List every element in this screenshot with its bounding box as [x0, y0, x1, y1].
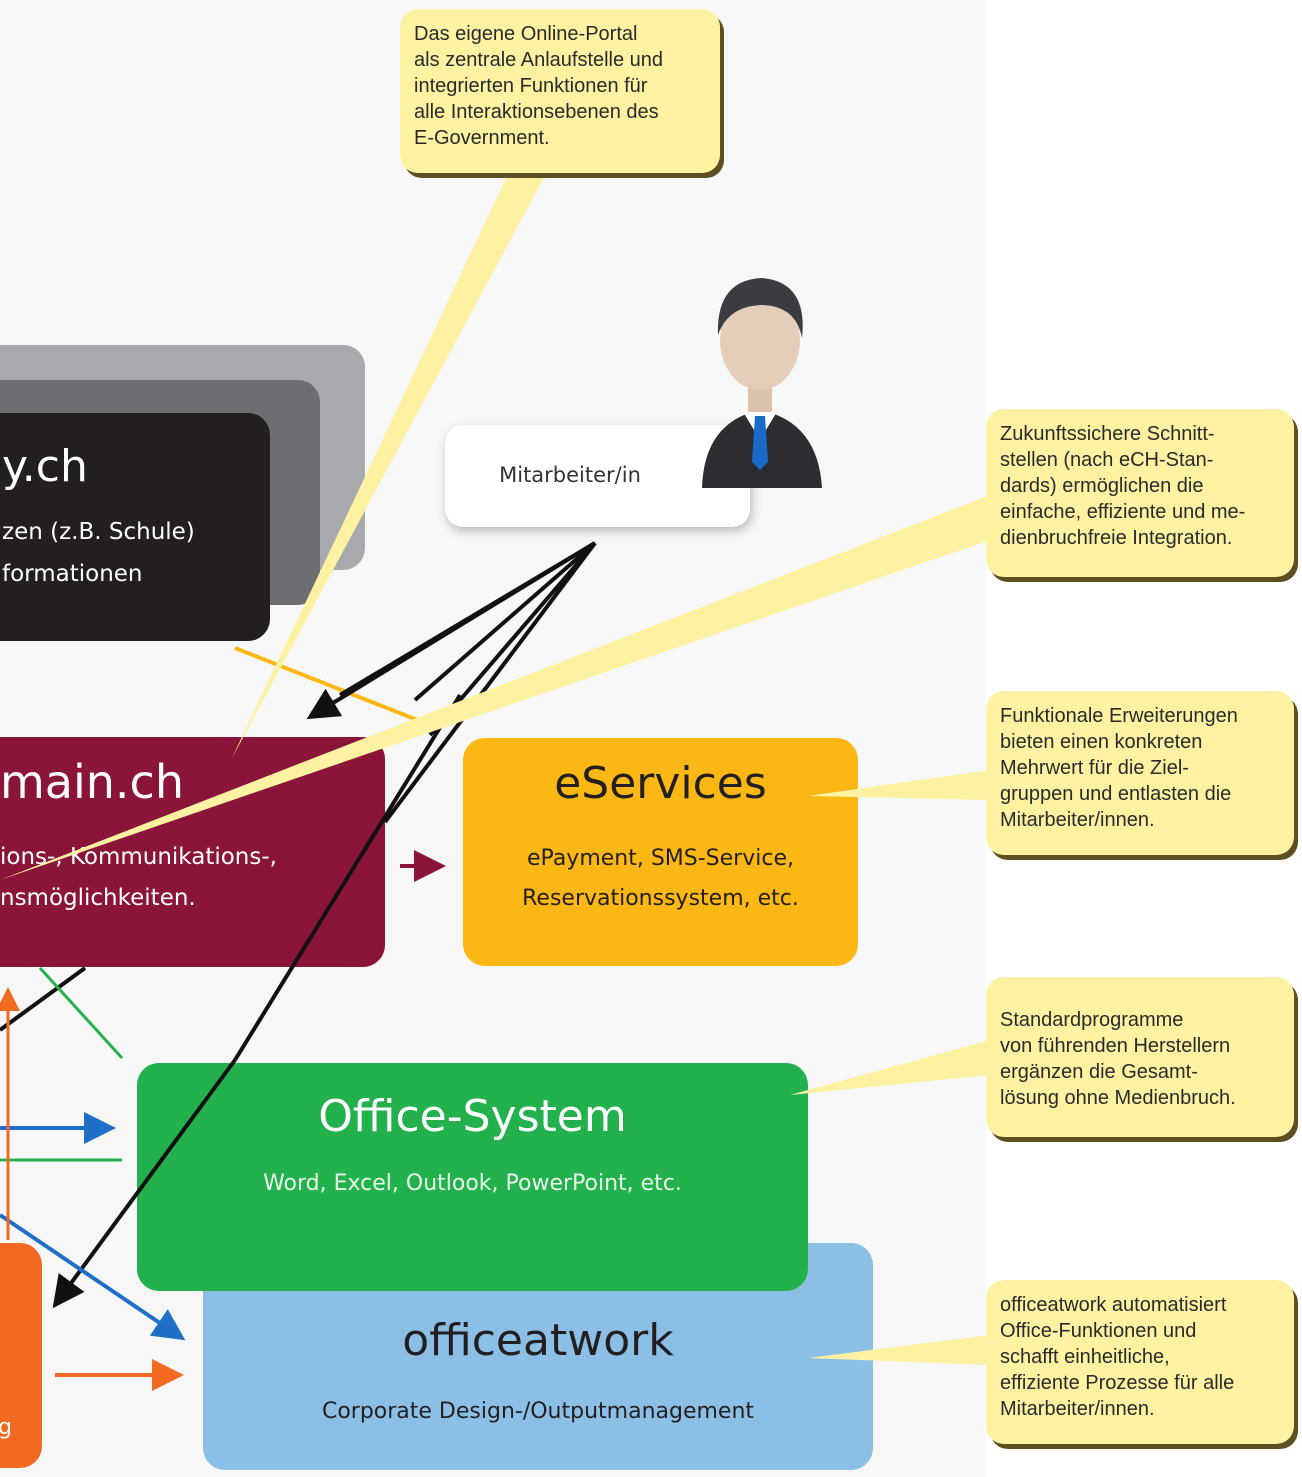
callout-pointer-online-portal [232, 170, 548, 758]
employee-label-box: Mitarbeiter/in [445, 425, 750, 527]
arrow-employee-long-down [233, 693, 462, 1062]
domain-title: main.ch [0, 755, 184, 809]
businessman-icon [702, 278, 822, 488]
connector-green-diagonal [38, 966, 124, 1060]
arrow-domain-to-left [0, 966, 87, 1032]
callout-online-portal-line-2: als zentrale Anlaufstelle und [414, 49, 664, 71]
domain-line-1: ions-, Kommunikations-, [0, 844, 277, 870]
eservices-line-1: ePayment, SMS-Service, [527, 846, 794, 871]
callout-standard-programs-line-1: Standardprogramme [1000, 1009, 1184, 1031]
office-system-box: Office-System Word, Excel, Outlook, Powe… [137, 1063, 808, 1291]
callout-officeatwork-line-1: officeatwork automatisiert [1000, 1294, 1227, 1316]
callout-interfaces-line-3: dards) ermöglichen die [1000, 475, 1204, 497]
callout-officeatwork-line-2: Office-Funktionen und [1000, 1320, 1197, 1342]
eservices-box: eServices ePayment, SMS-Service, Reserva… [463, 738, 858, 966]
arrow-employee-to-eservices [338, 541, 597, 697]
callout-extensions-line-1: Funktionale Erweiterungen [1000, 705, 1238, 727]
callout-online-portal: Das eigene Online-Portal als zentrale An… [400, 9, 720, 173]
portal-top-line-2: formationen [2, 561, 143, 587]
callout-pointer-officeatwork [808, 1335, 990, 1365]
orange-left-text: g [0, 1415, 12, 1440]
connector-orange-top [234, 646, 431, 727]
callout-officeatwork-line-5: Mitarbeiter/innen. [1000, 1398, 1155, 1420]
callout-interfaces: Zukunftssichere Schnitt- stellen (nach e… [986, 409, 1294, 577]
portal-top-line-1: zen (z.B. Schule) [2, 519, 195, 545]
callout-officeatwork-line-4: effiziente Prozesse für alle [1000, 1372, 1235, 1394]
callout-extensions-line-5: Mitarbeiter/innen. [1000, 809, 1155, 831]
callout-extensions: Funktionale Erweiterungen bieten einen k… [986, 691, 1294, 855]
orange-left-box: g [0, 1243, 42, 1468]
callout-officeatwork-line-3: schafft einheitliche, [1000, 1346, 1170, 1368]
callout-interfaces-line-4: einfache, effiziente und me- [1000, 501, 1246, 523]
arrow-employee-down-1 [383, 541, 597, 824]
callout-extensions-line-4: gruppen und entlasten die [1000, 783, 1232, 805]
officeatwork-title: officeatwork [402, 1315, 674, 1366]
portal-top-box: y.ch zen (z.B. Schule) formationen [0, 413, 270, 641]
callout-extensions-line-3: Mehrwert für die Ziel- [1000, 757, 1189, 779]
arrow-blue-to-officeatwork [0, 1213, 186, 1341]
callout-pointer-standard-programs [790, 1040, 990, 1095]
callout-online-portal-line-1: Das eigene Online-Portal [414, 23, 638, 45]
callout-interfaces-line-1: Zukunftssichere Schnitt- [1000, 423, 1215, 445]
employee-label: Mitarbeiter/in [499, 463, 641, 487]
arrow-employee-to-orange [52, 1058, 237, 1309]
callout-standard-programs: Standardprogramme von führenden Herstell… [986, 977, 1294, 1137]
callout-interfaces-line-2: stellen (nach eCH-Stan- [1000, 449, 1214, 471]
eservices-title: eServices [554, 758, 767, 809]
callout-standard-programs-line-2: von führenden Herstellern [1000, 1035, 1231, 1057]
eservices-line-2: Reservationssystem, etc. [522, 886, 799, 911]
office-system-line-1: Word, Excel, Outlook, PowerPoint, etc. [263, 1171, 682, 1196]
arrow-employee-to-office-mid [413, 541, 597, 702]
callout-extensions-line-2: bieten einen konkreten [1000, 731, 1203, 753]
domain-box: main.ch ions-, Kommunikations-, nsmöglic… [0, 737, 385, 967]
office-system-title: Office-System [318, 1091, 627, 1142]
callout-online-portal-line-3: integrierten Funktionen für [414, 75, 648, 97]
callout-standard-programs-line-3: ergänzen die Gesamt- [1000, 1061, 1198, 1083]
portal-top-title: y.ch [2, 441, 88, 492]
callout-officeatwork: officeatwork automatisiert Office-Funkti… [986, 1280, 1294, 1444]
callout-pointer-interfaces [0, 495, 990, 880]
domain-line-2: nsmöglichkeiten. [0, 885, 196, 911]
callout-interfaces-line-5: dienbruchfreie Integration. [1000, 527, 1233, 549]
callout-online-portal-line-4: alle Interaktionsebenen des [414, 101, 659, 123]
callout-pointer-extensions [808, 770, 990, 800]
officeatwork-line-1: Corporate Design-/Outputmanagement [321, 1399, 755, 1424]
callout-standard-programs-line-4: lösung ohne Medienbruch. [1000, 1087, 1236, 1109]
callout-online-portal-line-5: E-Government. [414, 127, 550, 149]
